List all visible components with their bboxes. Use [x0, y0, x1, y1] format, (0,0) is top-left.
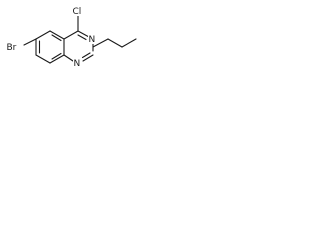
- bond-c2-ca: [92, 38, 109, 48]
- bond-c6-br: [23, 38, 37, 46]
- atom-nitrogen-top: N: [88, 34, 97, 45]
- nitrogen-top-label: N: [89, 35, 96, 45]
- benzene-ring: [35, 30, 65, 64]
- pyrimidine-ring: [63, 30, 94, 62]
- bond-double-c4-n3: [77, 34, 87, 41]
- nitrogen-bottom-label: N: [74, 59, 81, 69]
- bond-c8a-c8: [49, 54, 65, 64]
- chemical-structure: Cl Br N N: [6, 5, 137, 69]
- bond-ca-cb: [107, 38, 123, 48]
- atom-chlorine: Cl: [72, 5, 86, 17]
- bond-double-c8a-c8: [51, 52, 62, 60]
- bond-c8-c4a: [49, 30, 65, 40]
- bromine-label: Br: [7, 43, 17, 53]
- bond-double-c2-n1: [81, 52, 91, 59]
- atom-nitrogen-bottom: N: [73, 58, 82, 69]
- bond-c2-n1: [82, 54, 94, 62]
- bond-c4a-c4: [63, 30, 79, 40]
- bond-double-c5-c4a: [51, 34, 62, 42]
- atom-bromine: Br: [6, 41, 21, 53]
- bond-cb-cc: [121, 38, 137, 48]
- bond-c8-c7: [35, 54, 51, 64]
- bond-n1-c8a: [63, 54, 74, 62]
- bond-c4-n3: [77, 30, 90, 38]
- propyl-chain: [92, 38, 137, 48]
- bond-c6-c5: [35, 30, 51, 40]
- chlorine-label: Cl: [73, 7, 82, 17]
